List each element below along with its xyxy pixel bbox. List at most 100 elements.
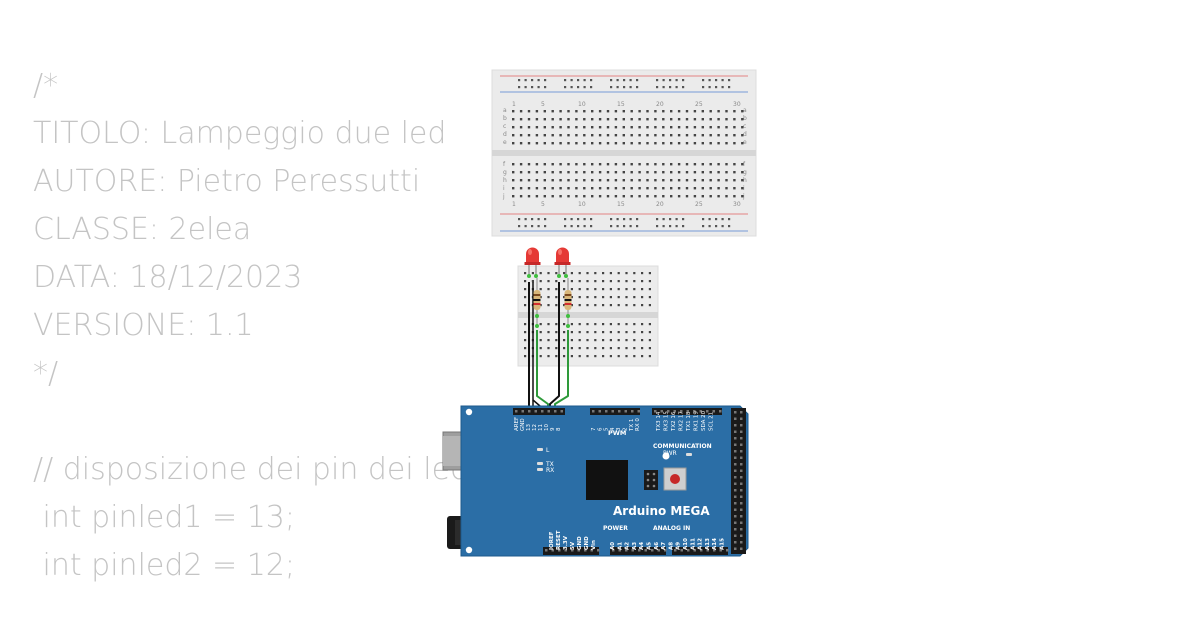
breadboard-hole xyxy=(654,126,657,129)
breadboard-hole xyxy=(717,163,720,166)
header-pin xyxy=(637,410,640,413)
mini-breadboard-hole xyxy=(539,296,542,299)
mini-breadboard-hole xyxy=(617,323,620,326)
rail-hole xyxy=(623,225,626,228)
header-pin xyxy=(571,549,574,552)
breadboard-hole xyxy=(646,195,649,198)
rail-hole xyxy=(570,225,573,228)
col-num: 30 xyxy=(733,101,741,108)
breadboard-hole xyxy=(527,171,531,174)
mini-breadboard-hole xyxy=(625,355,628,358)
breadboard-hole xyxy=(717,171,720,174)
header-pin xyxy=(598,410,601,413)
resistor-2[interactable] xyxy=(564,278,572,328)
header-pin xyxy=(734,502,737,505)
header-pin xyxy=(618,549,621,552)
rail-hole xyxy=(675,86,678,89)
mini-breadboard-hole xyxy=(524,347,527,350)
breadboard-hole xyxy=(598,195,602,198)
breadboard-hole xyxy=(662,110,665,113)
row-letter: f xyxy=(743,161,746,168)
breadboard-hole xyxy=(662,142,665,145)
led-2[interactable] xyxy=(554,247,571,279)
breadboard-hole xyxy=(654,134,657,137)
breadboard-hole xyxy=(741,126,744,129)
header-pin xyxy=(734,534,737,537)
breadboard-hole xyxy=(519,118,523,121)
mini-breadboard-hole xyxy=(555,323,558,326)
breadboard-hole xyxy=(575,118,578,121)
mini-breadboard-hole xyxy=(594,339,597,342)
breadboard-hole xyxy=(598,134,602,137)
mini-breadboard-hole xyxy=(617,280,620,283)
pin-label: GND xyxy=(584,536,590,550)
pin-label: GND xyxy=(520,418,526,431)
breadboard-hole xyxy=(677,179,681,182)
mini-breadboard-hole xyxy=(563,347,566,350)
breadboard-large[interactable]: 1 5 10 15 20 25 30 1 5 10 15 20 25 30 a … xyxy=(491,69,757,237)
led-1[interactable] xyxy=(524,247,541,279)
breadboard-hole xyxy=(598,110,602,113)
header-pin xyxy=(712,410,715,413)
mini-breadboard-hole xyxy=(578,355,581,358)
header-pin xyxy=(687,549,690,552)
breadboard-hole xyxy=(654,118,657,121)
breadboard-hole xyxy=(701,126,704,129)
breadboard-hole xyxy=(527,195,531,198)
rail-hole xyxy=(721,225,724,228)
breadboard-hole xyxy=(606,126,610,129)
breadboard-hole xyxy=(685,126,689,129)
mini-breadboard-hole xyxy=(524,296,527,299)
breadboard-hole xyxy=(512,126,515,129)
rail-hole xyxy=(518,79,521,82)
rail-hole xyxy=(537,79,540,82)
breadboard-hole xyxy=(654,179,657,182)
breadboard-hole xyxy=(527,179,531,182)
row-letter: c xyxy=(743,123,746,130)
header-pin xyxy=(740,547,743,550)
breadboard-hole xyxy=(693,134,697,137)
resistor-1[interactable] xyxy=(533,278,541,328)
mini-breadboard-hole xyxy=(625,288,628,291)
mini-breadboard-hole xyxy=(602,339,605,342)
mini-breadboard-hole xyxy=(648,355,651,358)
mini-breadboard-hole xyxy=(641,272,644,275)
breadboard-hole xyxy=(622,163,625,166)
arduino-mega-board[interactable]: L TX RX PWR PWM COMMUNICATION POWER ANAL… xyxy=(442,405,749,557)
mini-breadboard-hole xyxy=(609,355,612,358)
breadboard-hole xyxy=(725,179,728,182)
breadboard-hole xyxy=(646,110,649,113)
header-pin xyxy=(651,549,654,552)
header-pin xyxy=(577,549,580,552)
mini-breadboard-hole xyxy=(555,304,558,307)
breadboard-hole xyxy=(622,126,625,129)
mini-breadboard-hole xyxy=(586,331,589,334)
breadboard-hole xyxy=(638,187,641,190)
mini-breadboard-hole xyxy=(563,355,566,358)
mini-breadboard-hole xyxy=(539,355,542,358)
breadboard-hole xyxy=(693,195,697,198)
breadboard-hole xyxy=(559,126,562,129)
breadboard-hole xyxy=(559,187,562,190)
rail-hole xyxy=(537,218,540,221)
breadboard-hole xyxy=(527,163,531,166)
pin-label: TX 1 xyxy=(629,419,635,432)
breadboard-hole xyxy=(559,142,562,145)
breadboard-hole xyxy=(622,195,625,198)
breadboard-mini[interactable] xyxy=(517,265,659,367)
rail-hole xyxy=(577,225,580,228)
rail-hole xyxy=(636,218,639,221)
breadboard-hole xyxy=(662,179,665,182)
breadboard-hole xyxy=(717,110,720,113)
breadboard-hole xyxy=(583,179,586,182)
pin-label: 7 xyxy=(591,427,597,431)
mini-breadboard-hole xyxy=(641,331,644,334)
header-pin xyxy=(631,410,634,413)
label-pwr: PWR xyxy=(663,450,677,457)
breadboard-hole xyxy=(725,187,728,190)
breadboard-hole xyxy=(685,163,689,166)
breadboard-hole xyxy=(606,142,610,145)
mini-breadboard-hole xyxy=(524,304,527,307)
label-rx: RX xyxy=(546,467,554,474)
pin-label: 12 xyxy=(532,424,538,431)
